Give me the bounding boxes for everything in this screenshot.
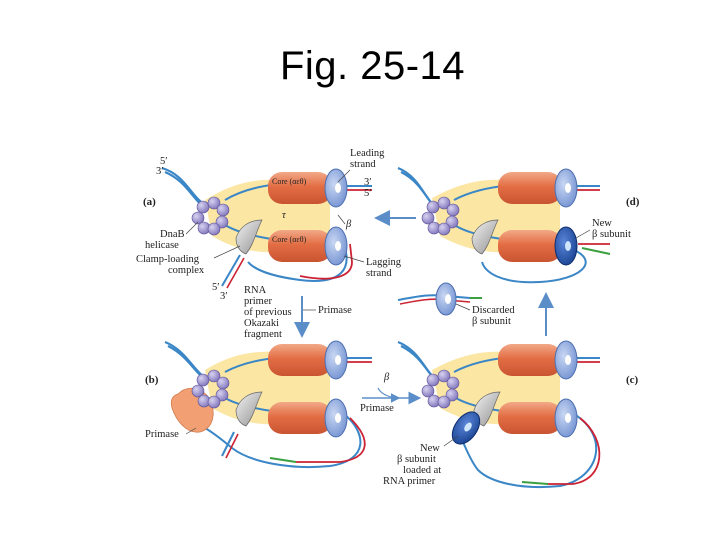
leading-strand-label: strand [350, 159, 376, 170]
dnab-helicase-label: DnaB [160, 229, 185, 240]
panel-a: (a) 5′ 3′ Leading strand Core (αεθ) Core… [136, 148, 402, 340]
three-prime-label: 3′ [364, 177, 372, 188]
rna-primer-label: fragment [244, 329, 282, 340]
beta-input-arrow [377, 387, 401, 403]
primase-label: Primase [318, 305, 352, 316]
three-prime-label: 3′ [220, 291, 228, 302]
new-beta-loaded-label: β subunit [397, 454, 436, 465]
dnab-helicase-label: helicase [145, 240, 179, 251]
panel-label-d: (d) [626, 196, 640, 208]
page-title: Fig. 25-14 [279, 44, 466, 88]
three-prime-label: 3′ [156, 166, 164, 177]
lagging-strand-label: strand [366, 268, 392, 279]
primase-label: Primase [145, 429, 179, 440]
primase-enzyme [170, 387, 214, 433]
core-label: Core (αεθ) [272, 235, 307, 244]
panel-c: (c) New β subunit loaded at RNA primer [383, 340, 639, 489]
five-prime-label: 5′ [212, 282, 220, 293]
tau-label: τ [282, 210, 287, 221]
rna-primer-label: RNA [244, 285, 267, 296]
core-polymerase [268, 344, 332, 376]
leading-strand-label: Leading [350, 148, 385, 159]
clamp-loading-complex [235, 219, 263, 255]
dnab-helicase [421, 369, 460, 409]
new-beta-subunit-label: β subunit [592, 229, 631, 240]
discarded-beta-label: β subunit [472, 316, 511, 327]
rna-primer-label: primer [244, 296, 272, 307]
primase-label: Primase [360, 403, 394, 414]
dnab-helicase [191, 196, 230, 236]
core-polymerase [268, 172, 332, 204]
core-polymerase [498, 172, 562, 204]
rna-primer-label: Okazaki [244, 318, 279, 329]
lagging-strand-label: Lagging [366, 257, 402, 268]
panel-label-b: (b) [145, 374, 159, 386]
core-polymerase [498, 344, 562, 376]
panel-b: (b) Primase [145, 340, 372, 469]
clamp-loading-complex [235, 391, 263, 427]
core-polymerase [498, 230, 562, 262]
panel-label-c: (c) [626, 374, 639, 386]
rna-primer-label: of previous [244, 307, 292, 318]
core-polymerase [268, 402, 332, 434]
new-beta-loaded-label: New [420, 443, 440, 454]
core-polymerase [498, 402, 562, 434]
panel-label-a: (a) [143, 196, 156, 208]
core-polymerase [268, 230, 332, 262]
beta-label: β [383, 372, 390, 383]
beta-label: β [345, 219, 352, 230]
clamp-loading-complex [471, 219, 499, 255]
five-prime-label: 5′ [160, 156, 168, 167]
new-beta-loaded-label: RNA primer [383, 476, 436, 487]
panel-d: (d) New β subunit Discarded β subunit [397, 166, 640, 327]
clamp-loading-label: complex [168, 265, 205, 276]
dnab-helicase [191, 369, 230, 409]
new-beta-subunit-label: New [592, 218, 612, 229]
dnab-helicase [421, 196, 460, 236]
discarded-beta-label: Discarded [472, 305, 515, 316]
clamp-loading-label: Clamp-loading [136, 254, 200, 265]
core-label: Core (αεθ) [272, 177, 307, 186]
five-prime-label: 5′ [364, 188, 372, 199]
new-beta-loaded-label: loaded at [403, 465, 441, 476]
